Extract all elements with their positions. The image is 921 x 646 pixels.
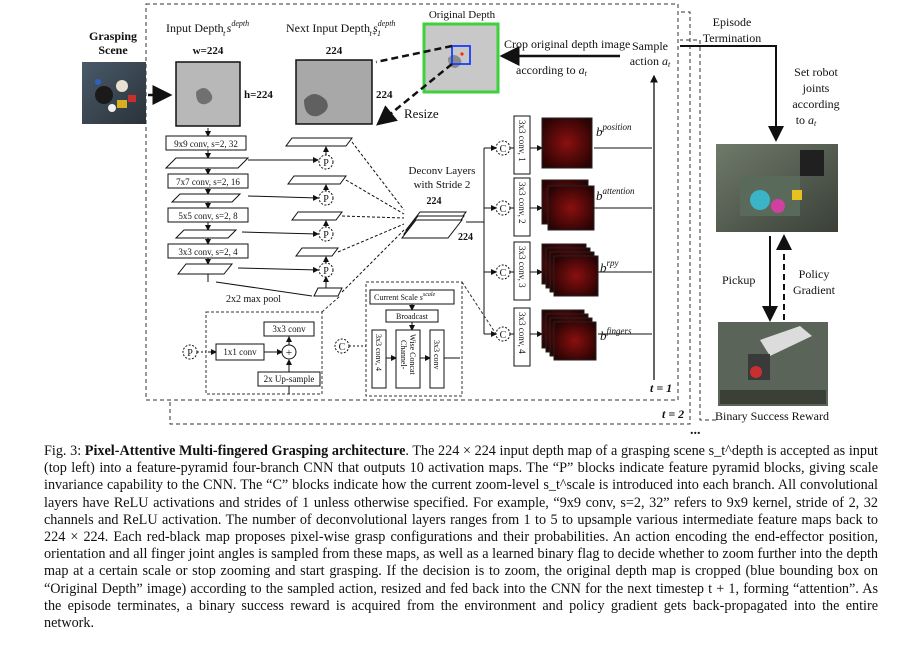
output-rpy: brpy bbox=[600, 258, 619, 275]
grasping-scene-label-2: Scene bbox=[98, 43, 128, 57]
policy-gradient-2: Gradient bbox=[793, 283, 836, 297]
branches: C C C C 3x3 conv, 1 3x3 conv, 2 3x3 conv… bbox=[466, 115, 652, 367]
p-block-detail: P 1x1 conv + 3x3 conv 2x Up-sample bbox=[182, 295, 341, 395]
crop-label-2: according to at bbox=[516, 63, 588, 78]
deconv-label-2: with Stride 2 bbox=[414, 179, 471, 191]
set-robot-3: according bbox=[792, 97, 839, 111]
svg-text:3x3 conv, 3: 3x3 conv, 3 bbox=[517, 246, 527, 288]
p-node-2 bbox=[318, 190, 334, 206]
deconv-height: 224 bbox=[458, 232, 473, 243]
episode-termination-2: Termination bbox=[703, 31, 761, 45]
caption-prefix: Fig. 3: bbox=[44, 443, 85, 459]
max-pool-label: 2x2 max pool bbox=[226, 294, 281, 305]
svg-text:P: P bbox=[187, 348, 193, 359]
svg-text:3x3 conv, 4: 3x3 conv, 4 bbox=[374, 334, 383, 371]
conv-7x7: 7x7 conv, s=2, 16 bbox=[176, 177, 240, 187]
next-width-label: 224 bbox=[326, 45, 343, 57]
p-conv3x3: 3x3 conv bbox=[272, 324, 306, 334]
height-label: h=224 bbox=[244, 89, 273, 101]
heatmap-attention bbox=[547, 185, 595, 231]
output-attention: battention bbox=[596, 186, 635, 203]
svg-text:C: C bbox=[500, 330, 507, 341]
original-depth-image bbox=[422, 22, 500, 94]
svg-text:C: C bbox=[500, 204, 507, 215]
p-upsample: 2x Up-sample bbox=[264, 374, 315, 384]
pickup-label: Pickup bbox=[722, 273, 755, 287]
svg-text:3x3 conv, 4: 3x3 conv, 4 bbox=[517, 312, 527, 354]
grasping-scene-image bbox=[82, 62, 146, 124]
width-label: w=224 bbox=[193, 45, 224, 57]
next-input-depth-image bbox=[295, 59, 373, 125]
branch-conv-1 bbox=[513, 115, 531, 175]
svg-text:P: P bbox=[323, 194, 329, 205]
set-robot-1: Set robot bbox=[794, 65, 838, 79]
p-node-3 bbox=[318, 226, 334, 242]
binary-success-label: Binary Success Reward bbox=[715, 409, 829, 423]
branch-conv-3 bbox=[513, 241, 531, 301]
encoder: 9x9 conv, s=2, 32 7x7 conv, s=2, 16 5x5 … bbox=[164, 128, 313, 305]
t2-label: t = 2 bbox=[662, 407, 684, 421]
branch-conv-4 bbox=[513, 307, 531, 367]
sample-action-2: action at bbox=[630, 54, 671, 69]
resize-label: Resize bbox=[404, 106, 439, 121]
c-block-detail: C Current Scale sscale Broadcast 3x3 con… bbox=[334, 281, 497, 397]
svg-text:C: C bbox=[500, 144, 507, 155]
svg-text:C: C bbox=[339, 342, 346, 353]
deconv-width: 224 bbox=[427, 196, 442, 207]
set-robot-2: joints bbox=[802, 81, 830, 95]
svg-text:Wise Concat: Wise Concat bbox=[408, 334, 417, 376]
c-broadcast: Broadcast bbox=[396, 312, 429, 321]
robot-scene-image bbox=[716, 144, 838, 232]
svg-text:C: C bbox=[500, 268, 507, 279]
figure-caption: Fig. 3: Pixel-Attentive Multi-fingered G… bbox=[44, 443, 878, 632]
svg-text:+: + bbox=[286, 347, 292, 359]
heatmap-rpy bbox=[553, 255, 599, 297]
svg-text:P: P bbox=[323, 158, 329, 169]
pickup-scene-image bbox=[718, 322, 828, 406]
conv-5x5: 5x5 conv, s=2, 8 bbox=[178, 211, 238, 221]
ellipsis: ... bbox=[690, 423, 701, 438]
output-fingers: bfingers bbox=[600, 326, 632, 343]
t1-label: t = 1 bbox=[650, 381, 672, 395]
output-position: bposition bbox=[596, 122, 632, 139]
conv-3x3: 3x3 conv, s=2, 4 bbox=[178, 247, 238, 257]
svg-text:Channel-: Channel- bbox=[399, 340, 408, 370]
deconv-stack bbox=[400, 211, 468, 239]
p-conv1x1: 1x1 conv bbox=[223, 347, 257, 357]
caption-text: . The 224 × 224 input depth map of a gra… bbox=[44, 443, 878, 632]
next-height-label: 224 bbox=[376, 89, 393, 101]
svg-text:3x3 conv: 3x3 conv bbox=[432, 340, 441, 370]
crop-label-1: Crop original depth image bbox=[504, 37, 630, 51]
heatmap-position bbox=[541, 117, 593, 169]
architecture-figure: t = 1 t = 2 ... Grasping Scene Input Dep… bbox=[82, 3, 840, 438]
svg-text:P: P bbox=[323, 266, 329, 277]
set-robot-4: to at bbox=[796, 113, 817, 128]
svg-text:3x3 conv, 2: 3x3 conv, 2 bbox=[517, 182, 527, 224]
caption-title: Pixel-Attentive Multi-fingered Grasping … bbox=[84, 443, 406, 459]
branch-conv-2 bbox=[513, 177, 531, 237]
original-depth-label: Original Depth bbox=[429, 9, 496, 21]
conv-9x9: 9x9 conv, s=2, 32 bbox=[174, 139, 238, 149]
pyramid-column: P P P P bbox=[237, 137, 405, 297]
grasping-scene-label-1: Grasping bbox=[89, 29, 137, 43]
svg-text:3x3 conv, 1: 3x3 conv, 1 bbox=[517, 120, 527, 162]
svg-text:P: P bbox=[323, 230, 329, 241]
c-current-scale: Current Scale sscale bbox=[374, 292, 436, 302]
heatmap-fingers bbox=[553, 321, 597, 361]
policy-gradient-1: Policy bbox=[799, 267, 830, 281]
deconv-label-1: Deconv Layers bbox=[409, 165, 476, 177]
crop-bounding-box bbox=[451, 45, 471, 65]
episode-termination-1: Episode bbox=[713, 15, 752, 29]
sample-action-1: Sample bbox=[632, 39, 668, 53]
